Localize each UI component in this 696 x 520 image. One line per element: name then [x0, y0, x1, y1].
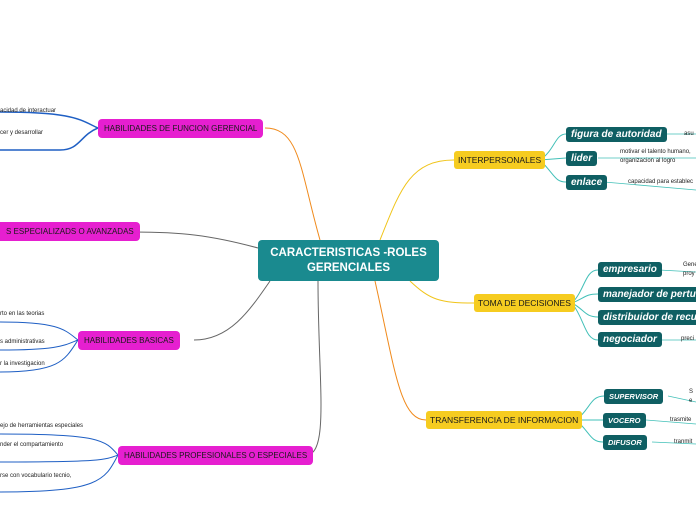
connector-toma-decisiones: [409, 280, 475, 304]
role-desc: preci: [681, 336, 695, 342]
role-desc: e: [689, 398, 693, 404]
role-desc: capacidad para establec: [628, 179, 694, 185]
role-desc: asu: [684, 131, 694, 137]
role-desc: motivar el talento humano,: [620, 149, 691, 155]
role-distribuidor-de-recursos[interactable]: distribuidor de recur: [598, 310, 696, 325]
leaf-text: s administrativas: [0, 339, 45, 345]
connector-basicas: [193, 280, 271, 341]
role-desc: organizacion al logro: [620, 158, 676, 164]
connector-transferencia: [374, 280, 427, 421]
branch-habilidades-profesionales[interactable]: HABILIDADES PROFESIONALES O ESPECIALES: [118, 446, 314, 465]
role-desc: tranmit: [674, 439, 693, 445]
connector-profesionales: [305, 280, 322, 456]
role-desc: S: [689, 389, 694, 395]
role-desc: Gene: [683, 262, 696, 268]
branch-especializadas[interactable]: S ESPECIALIZADS O AVANZADAS: [0, 222, 140, 241]
connector-especializadas: [133, 231, 259, 249]
leaf-text: cer y desarrollar: [0, 130, 44, 136]
branch-transferencia-de-informacion[interactable]: TRANSFERENCIA DE INFORMACION: [426, 411, 583, 429]
branch-toma-de-decisiones[interactable]: TOMA DE DECISIONES: [474, 294, 575, 312]
role-desc: trasmite: [670, 417, 692, 423]
role-negociador[interactable]: negociador: [598, 332, 662, 347]
role-empresario[interactable]: empresario: [598, 262, 662, 277]
role-enlace[interactable]: enlace: [566, 175, 608, 190]
role-difusor[interactable]: DIFUSOR: [603, 435, 647, 450]
role-vocero[interactable]: VOCERO: [603, 413, 646, 428]
branch-habilidades-funcion-gerencial[interactable]: HABILIDADES DE FUNCION GERENCIAL: [98, 119, 264, 138]
role-supervisor[interactable]: SUPERVISOR: [604, 389, 664, 404]
role-lider[interactable]: lider: [566, 151, 598, 166]
leaf-text: rto en las teorias: [0, 311, 45, 317]
central-topic[interactable]: CARACTERISTICAS -ROLES GERENCIALES: [258, 240, 439, 281]
role-manejador-de-perturbaciones[interactable]: manejador de pertur: [598, 287, 696, 302]
leaf-text: r la investigacion: [0, 361, 45, 367]
role-desc: proy: [683, 271, 695, 277]
branch-interpersonales[interactable]: INTERPERSONALES: [454, 151, 546, 169]
connector-funcion-gerencial: [264, 127, 321, 241]
leaf-text: ejo de herramientas especiales: [0, 423, 84, 429]
connector-interpersonales: [379, 159, 455, 241]
leaf-text: acidad de interactuar: [0, 108, 57, 114]
leaf-text: rse con vocabulario tecnio,: [0, 473, 72, 479]
role-figura-de-autoridad[interactable]: figura de autoridad: [566, 127, 667, 142]
branch-habilidades-basicas[interactable]: HABILIDADES BASICAS: [78, 331, 180, 350]
leaf-text: nder el compartamiento: [0, 442, 64, 448]
